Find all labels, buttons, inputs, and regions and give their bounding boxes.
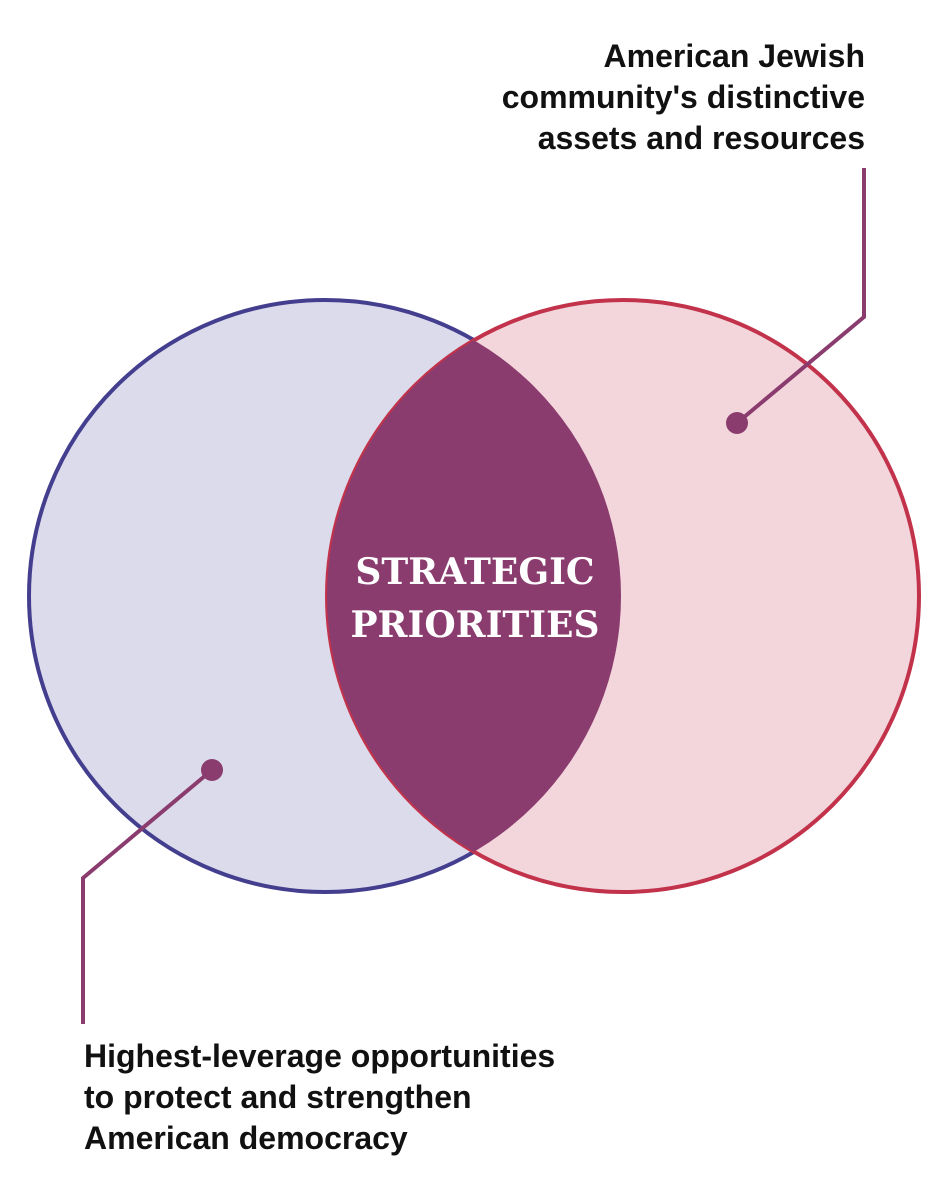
right-connector-line: [735, 168, 866, 425]
left-circle-label: Highest-leverage opportunities to protec…: [84, 1036, 555, 1159]
right-label-line-3: assets and resources: [537, 120, 865, 156]
left-connector-dot: [201, 759, 223, 781]
right-label-line-2: community's distinctive: [501, 79, 865, 115]
right-connector-dot: [726, 412, 748, 434]
right-label-line-1: American Jewish: [603, 38, 865, 74]
center-label-line-2: PRIORITIES: [350, 604, 599, 646]
left-label-line-2: to protect and strengthen: [84, 1079, 472, 1115]
right-circle-label: American Jewish community's distinctive …: [502, 36, 865, 159]
center-label-line-1: STRATEGIC: [355, 551, 594, 593]
left-label-line-3: American democracy: [84, 1120, 408, 1156]
left-label-line-1: Highest-leverage opportunities: [84, 1038, 556, 1074]
left-connector-line: [81, 768, 214, 1024]
intersection-region: [327, 300, 621, 892]
